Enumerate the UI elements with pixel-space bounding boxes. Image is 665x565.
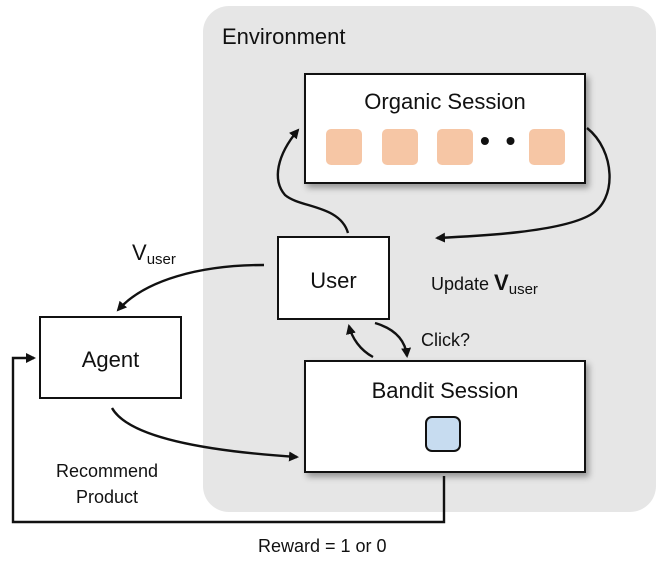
organic-item-3 (437, 129, 473, 165)
vuser-label: Vuser (132, 240, 176, 268)
arrow-user-to-agent (116, 263, 265, 312)
bandit-session-title: Bandit Session (371, 378, 519, 403)
click-label: Click? (421, 330, 471, 350)
agent-box: Agent (39, 316, 182, 399)
arrow-organic-to-user (435, 127, 611, 243)
organic-item-1 (326, 129, 362, 165)
organic-session-title: Organic Session (364, 89, 526, 114)
organic-session-box: Organic Session • • • (304, 73, 586, 184)
recommend-line-2: Product (76, 487, 139, 507)
arrow-bandit-to-user (346, 324, 374, 359)
reward-label: Reward = 1 or 0 (258, 536, 387, 556)
environment-title: Environment (222, 24, 346, 49)
arrow-agent-to-bandit (110, 407, 299, 462)
update-vuser-subscript: user (508, 281, 538, 298)
user-label: User (310, 268, 357, 293)
update-text: Update (431, 274, 495, 294)
user-box: User (277, 236, 390, 320)
update-vuser-label: Update Vuser (431, 270, 538, 298)
update-vuser-symbol: V (494, 270, 509, 295)
organic-item-4 (529, 129, 565, 165)
vuser-subscript: user (146, 251, 176, 268)
vuser-symbol: V (132, 240, 147, 265)
arrow-user-to-bandit (374, 321, 412, 358)
arrow-reward-loop (11, 353, 446, 524)
recommend-line-1: Recommend (56, 461, 159, 481)
organic-item-2 (382, 129, 418, 165)
bandit-session-box: Bandit Session (304, 360, 586, 473)
recommend-product-label: Recommend Product (56, 458, 158, 510)
bandit-item (425, 416, 461, 452)
agent-label: Agent (81, 347, 140, 372)
arrow-user-to-organic (276, 128, 350, 234)
